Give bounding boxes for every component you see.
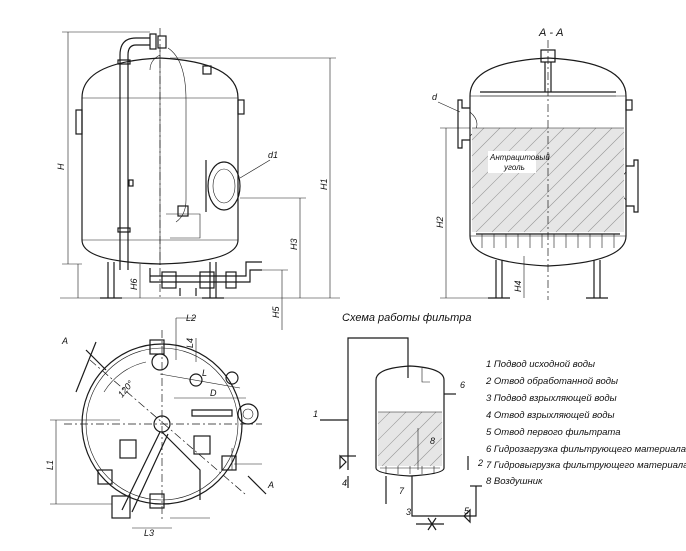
scheme-num-6: 6 — [460, 380, 465, 390]
dim-H4: H4 — [513, 280, 523, 292]
dim-L3: L3 — [144, 528, 154, 538]
scheme-num-1: 1 — [313, 409, 318, 419]
dim-H1: H1 — [319, 178, 329, 190]
dim-L4: L4 — [185, 338, 195, 348]
dim-L1: L1 — [45, 460, 55, 470]
dim-L: L — [202, 368, 207, 378]
scheme-num-5: 5 — [464, 506, 470, 516]
legend-item: 6 Гидрозагрузка фильтрующего материала — [486, 444, 686, 455]
scheme-num-4: 4 — [342, 478, 347, 488]
flow-scheme — [320, 337, 482, 531]
section-view — [437, 40, 639, 300]
scheme-num-2: 2 — [477, 458, 483, 468]
plan-view — [50, 317, 267, 529]
dim-H2: H2 — [435, 216, 445, 228]
dim-angle: 120° — [116, 378, 136, 399]
dim-d: d — [432, 92, 438, 102]
front-view — [60, 28, 340, 330]
legend-item: 1 Подвод исходной воды — [486, 359, 595, 370]
legend-item: 7 Гидровыгрузка фильтрующего материала — [486, 460, 686, 471]
dim-H3: H3 — [289, 238, 299, 250]
fill-label-line2: уголь — [503, 163, 525, 172]
section-mark-bottom: A — [267, 480, 274, 490]
dim-H6: H6 — [129, 278, 139, 290]
section-mark-top: A — [61, 336, 68, 346]
legend-item: 5 Отвод первого фильтрата — [486, 427, 621, 438]
scheme-num-3: 3 — [406, 507, 411, 517]
scheme-title: Схема работы фильтра — [342, 312, 471, 324]
legend-item: 3 Подвод взрыхляющей воды — [486, 393, 617, 404]
fill-label-line1: Антрацитовый — [489, 153, 550, 162]
dim-D: D — [210, 388, 217, 398]
dim-H: H — [56, 163, 66, 170]
legend-item: 8 Воздушник — [486, 476, 543, 487]
dim-d1: d1 — [268, 150, 278, 160]
dim-L2: L2 — [186, 313, 196, 323]
legend: 1 Подвод исходной воды 2 Отвод обработан… — [485, 359, 686, 487]
legend-item: 2 Отвод обработанной воды — [485, 376, 618, 387]
section-label: А - А — [538, 27, 563, 39]
dim-H5: H5 — [271, 306, 281, 318]
scheme-hatch — [377, 411, 443, 467]
scheme-num-8: 8 — [430, 436, 435, 446]
legend-item: 4 Отвод взрыхляющей воды — [486, 410, 614, 421]
drain-nozzles — [481, 234, 615, 248]
scheme-num-7: 7 — [399, 486, 405, 496]
